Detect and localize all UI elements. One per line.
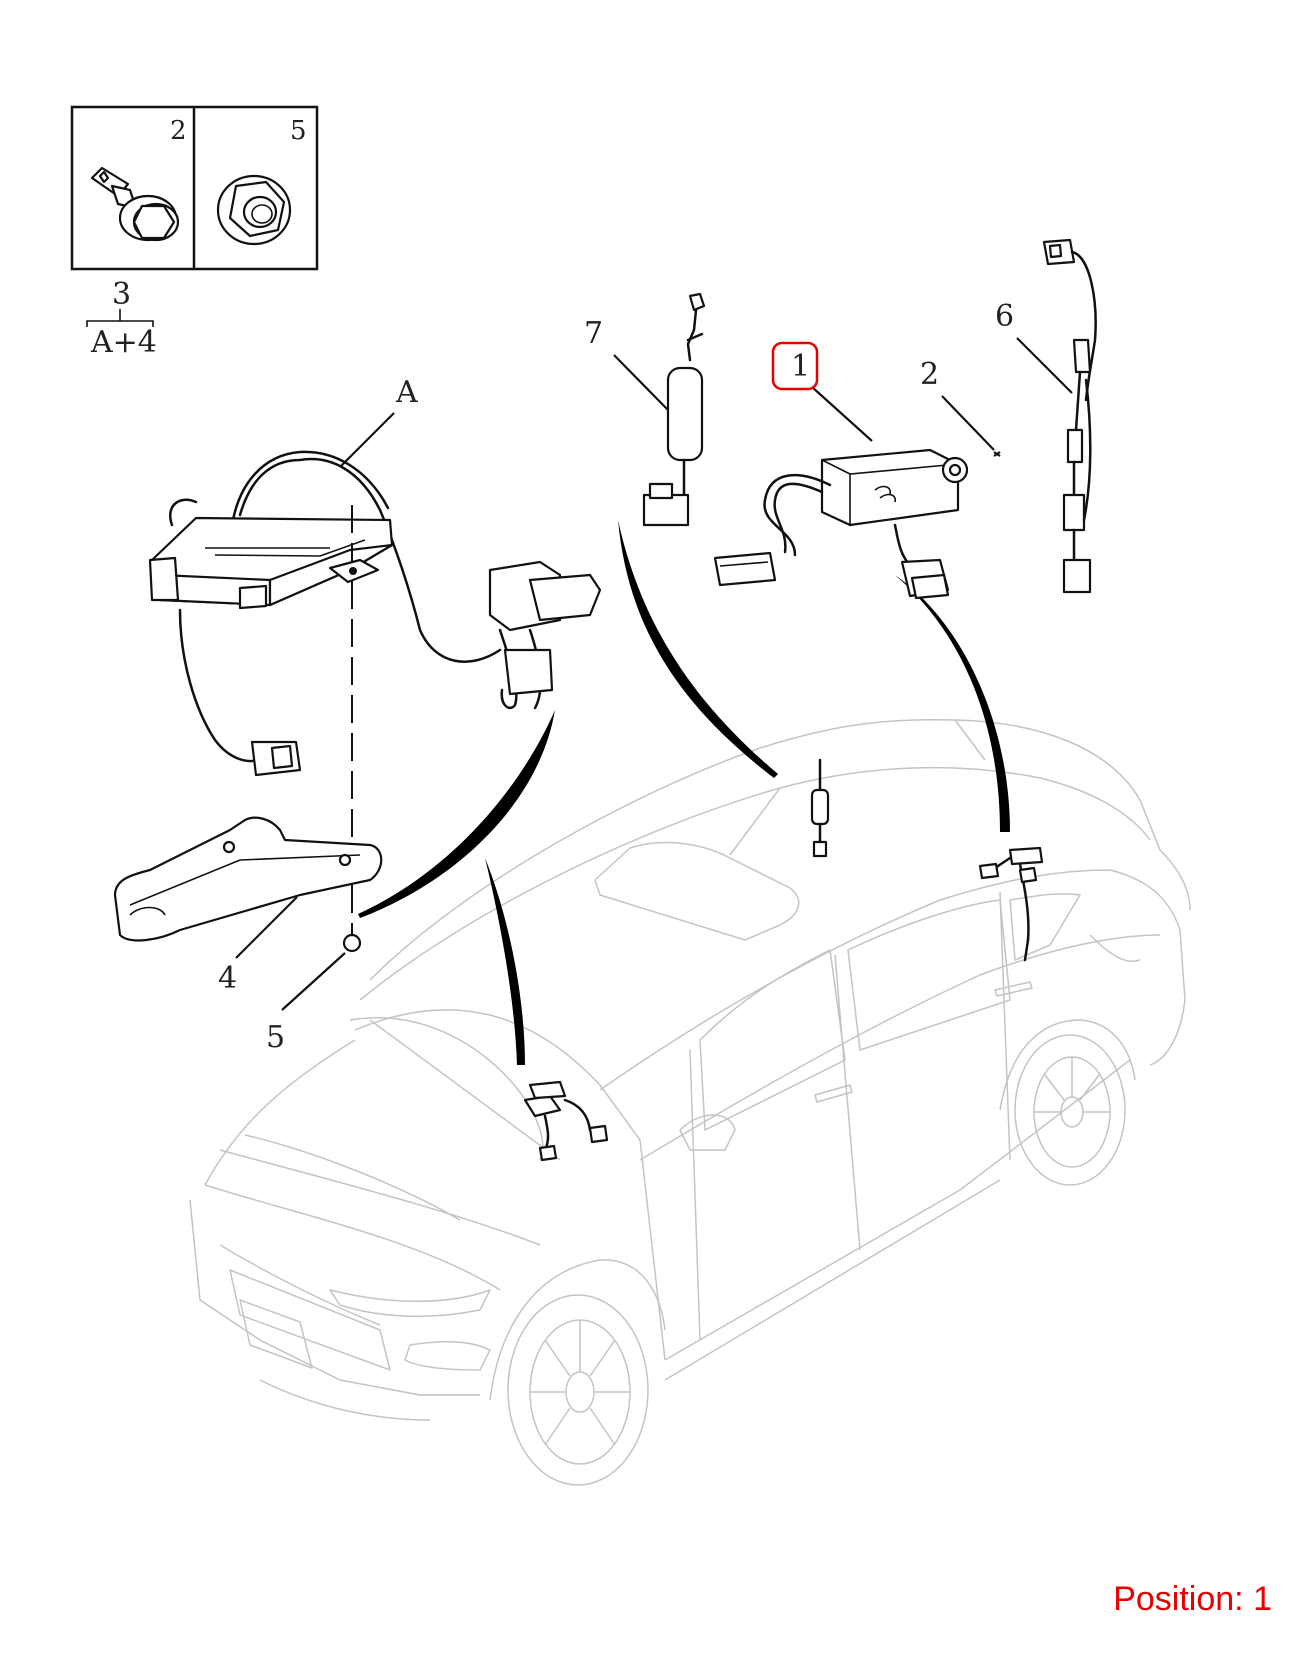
callout-1: 1 (791, 349, 810, 384)
sweep-A-to-cowl (358, 710, 555, 918)
kit-number-label: 3 (112, 277, 131, 312)
sweep-A-to-harness (485, 858, 525, 1065)
callout-6: 6 (995, 299, 1014, 334)
receiver-module-1 (713, 448, 969, 600)
sweep-1-to-pillar (895, 575, 1010, 832)
callout-5: 5 (266, 1020, 285, 1055)
nut-icon (342, 933, 362, 953)
callout-7: 7 (584, 316, 603, 351)
kit-contents-label: A+4 (90, 325, 157, 360)
fastener-inset: 2 5 3 A+4 (70, 105, 319, 360)
inset-label-5: 5 (290, 116, 307, 146)
callout-labels: A 4 5 7 1 2 6 (218, 299, 1014, 1055)
leader-lines (235, 337, 1073, 1011)
module-assembly-a (113, 450, 602, 953)
callout-a: A (395, 375, 418, 410)
callout-2: 2 (920, 357, 939, 392)
car-outline (189, 718, 1191, 1486)
position-value: 1 (1253, 1580, 1272, 1618)
position-caption: Position: 1 (1113, 1580, 1272, 1619)
position-label: Position: (1113, 1580, 1244, 1618)
flange-nut-icon (216, 174, 292, 246)
bolt-icon (90, 166, 180, 242)
cowl-harness (523, 1080, 609, 1162)
location-sweeps (358, 520, 1010, 1065)
inset-label-2: 2 (170, 116, 187, 146)
antenna-lead-7 (642, 292, 830, 858)
antenna-cable-6 (978, 238, 1097, 962)
highlight-box-item-1 (771, 341, 819, 391)
callout-4: 4 (218, 961, 237, 996)
